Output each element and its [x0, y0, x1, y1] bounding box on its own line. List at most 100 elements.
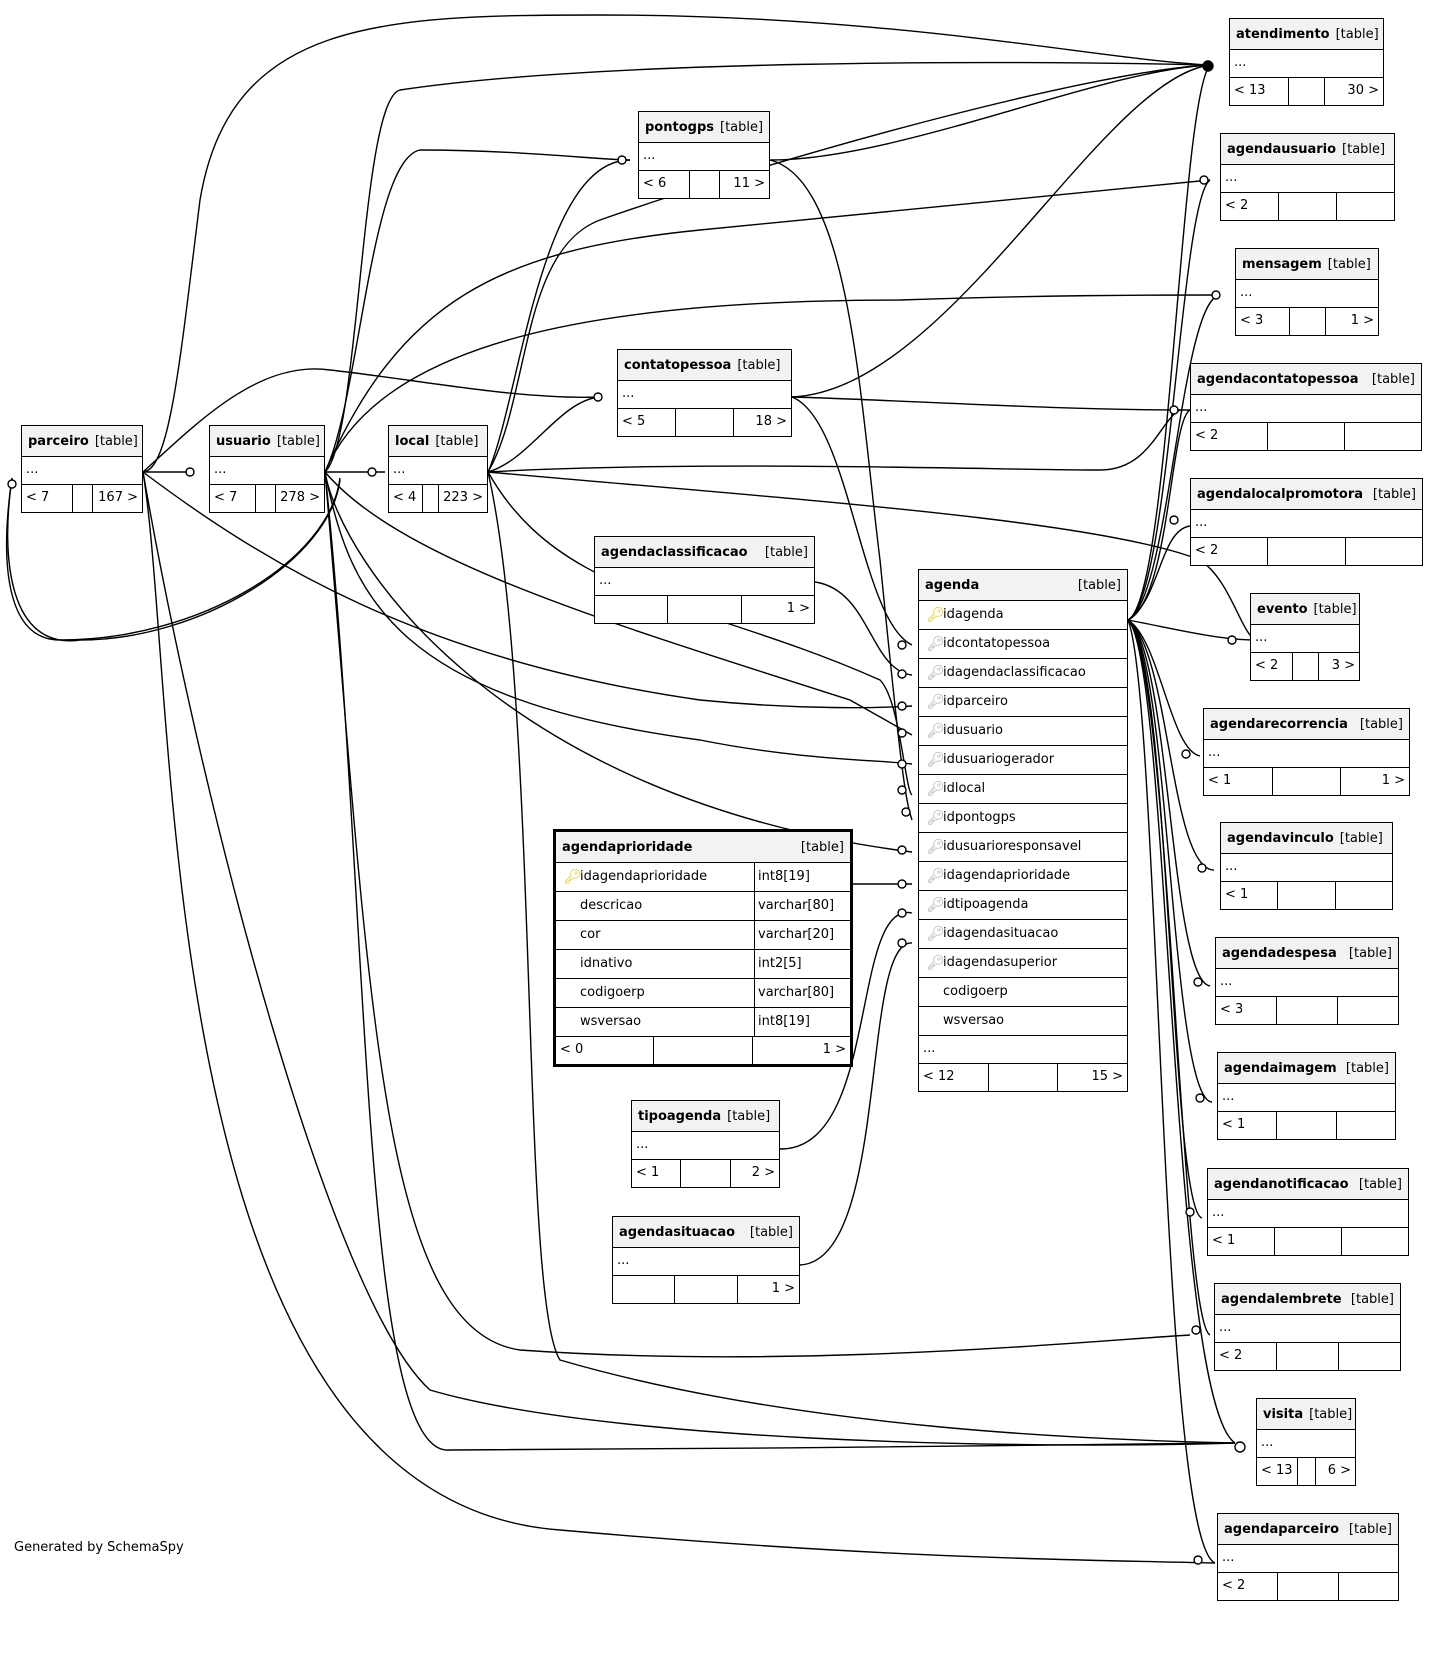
children-count: 11 > — [733, 176, 765, 191]
edge-agenda-agendadespesa — [1127, 619, 1211, 987]
table-agendavinculo[interactable]: agendavinculo[table] ... < 1 — [1220, 822, 1393, 910]
column-count — [676, 409, 734, 436]
column-row: 🔑︎idcontatopessoa — [919, 630, 1127, 659]
column-count — [1298, 1458, 1316, 1485]
collapsed-columns: ... — [1216, 969, 1398, 997]
column-name: idagendaprioridade — [943, 868, 1071, 883]
primary-key-icon: 🔑︎ — [927, 607, 945, 623]
edge-tipoagenda-agenda — [779, 912, 913, 1150]
column-count — [690, 171, 720, 198]
table-name: atendimento — [1236, 26, 1330, 42]
column-row: 🔑︎idlocal — [919, 775, 1127, 804]
table-name: agendaparceiro — [1224, 1521, 1340, 1537]
column-row: 🔑︎idtipoagenda — [919, 891, 1127, 920]
edge-agenda-agendaparceiro — [1127, 619, 1216, 1564]
table-agendadespesa[interactable]: agendadespesa[table] ... < 3 — [1215, 937, 1399, 1025]
column-name: idtipoagenda — [943, 897, 1029, 912]
table-header: agendausuario[table] — [1221, 134, 1394, 165]
column-row: wsversao — [919, 1007, 1127, 1036]
parents-count: < 1 — [1204, 768, 1273, 795]
collapsed-columns: ... — [639, 143, 769, 171]
edge-parceiro-contatopessoa — [142, 368, 601, 473]
column-name: wsversao — [943, 1013, 1005, 1028]
column-name: codigoerp — [943, 984, 1008, 999]
children-count: 18 > — [755, 414, 787, 429]
table-name: agendaclassificacao — [601, 544, 748, 560]
foreign-key-icon: 🔑︎ — [927, 810, 945, 826]
table-tag: [table] — [1359, 716, 1403, 732]
column-count — [1289, 78, 1325, 105]
table-agendaparceiro[interactable]: agendaparceiro[table] ... < 2 — [1217, 1513, 1399, 1601]
table-name: agenda — [925, 577, 980, 593]
edge-agenda-agendaimagem — [1127, 619, 1213, 1103]
children-count — [1342, 1228, 1408, 1255]
edge-usuario-agenda-a — [324, 471, 913, 736]
table-name: usuario — [216, 433, 271, 449]
edge-agenda-atendimento — [1127, 64, 1211, 621]
parents-count: < 13 — [1230, 78, 1289, 105]
edge-agenda-agendausuario — [1127, 179, 1211, 621]
parents-count: < 2 — [1218, 1573, 1279, 1600]
table-name: contatopessoa — [624, 357, 732, 373]
children-count: 1 > — [822, 1042, 846, 1057]
table-footer: < 1 — [1221, 882, 1392, 909]
column-count — [73, 485, 93, 512]
column-name: idnativo — [580, 956, 633, 971]
edge-local-agenda — [487, 471, 913, 796]
table-name: evento — [1257, 601, 1308, 617]
table-tag: [table] — [1371, 371, 1415, 387]
column-type: varchar[80] — [754, 979, 850, 1007]
table-tag: [table] — [1348, 1521, 1392, 1537]
column-name: idusuariogerador — [943, 752, 1055, 767]
primary-key-icon: 🔑︎ — [564, 869, 582, 885]
table-footer: < 2 — [1221, 193, 1394, 220]
table-agenda[interactable]: agenda[table] 🔑︎idagenda 🔑︎idcontatopess… — [918, 569, 1128, 1092]
column-count — [1279, 193, 1337, 220]
column-name: idcontatopessoa — [943, 636, 1051, 651]
table-tag: [table] — [1327, 256, 1371, 272]
table-agendausuario[interactable]: agendausuario[table] ... < 2 — [1220, 133, 1395, 221]
parents-count — [595, 596, 669, 623]
children-count — [1339, 1343, 1400, 1370]
column-row: 🔑︎idagendasuperior — [919, 949, 1127, 978]
parents-count: < 3 — [1236, 308, 1290, 335]
edge-usuario-agenda-b — [324, 471, 913, 765]
table-agendalocalpromotora[interactable]: agendalocalpromotora[table] ... < 2 — [1190, 478, 1423, 566]
table-agendaprioridade[interactable]: agendaprioridade[table] 🔑︎idagendapriori… — [553, 829, 853, 1067]
table-agendacontatopessoa[interactable]: agendacontatopessoa[table] ... < 2 — [1190, 363, 1422, 451]
parents-count: < 12 — [919, 1064, 989, 1091]
table-agendanotificacao[interactable]: agendanotificacao[table] ... < 1 — [1207, 1168, 1409, 1256]
column-name: descricao — [580, 898, 643, 913]
column-type: varchar[80] — [754, 892, 850, 920]
foreign-key-icon: 🔑︎ — [927, 839, 945, 855]
table-agendaimagem[interactable]: agendaimagem[table] ... < 1 — [1217, 1052, 1396, 1140]
collapsed-columns: ... — [1208, 1200, 1408, 1228]
table-tag: [table] — [1345, 1060, 1389, 1076]
column-count — [1277, 1343, 1339, 1370]
table-header: parceiro[table] — [22, 426, 142, 457]
table-tag: [table] — [720, 119, 764, 135]
collapsed-columns: ... — [1191, 395, 1421, 423]
table-agendasituacao[interactable]: agendasituacao[table] ... 1 > — [612, 1216, 800, 1304]
table-agendaclassificacao[interactable]: agendaclassificacao[table] ... 1 > — [594, 536, 815, 624]
table-tag: [table] — [1313, 601, 1357, 617]
table-footer: < 2 — [1218, 1573, 1398, 1600]
table-name: pontogps — [645, 119, 714, 135]
table-agendalembrete[interactable]: agendalembrete[table] ... < 2 — [1214, 1283, 1401, 1371]
table-name: visita — [1263, 1406, 1304, 1422]
